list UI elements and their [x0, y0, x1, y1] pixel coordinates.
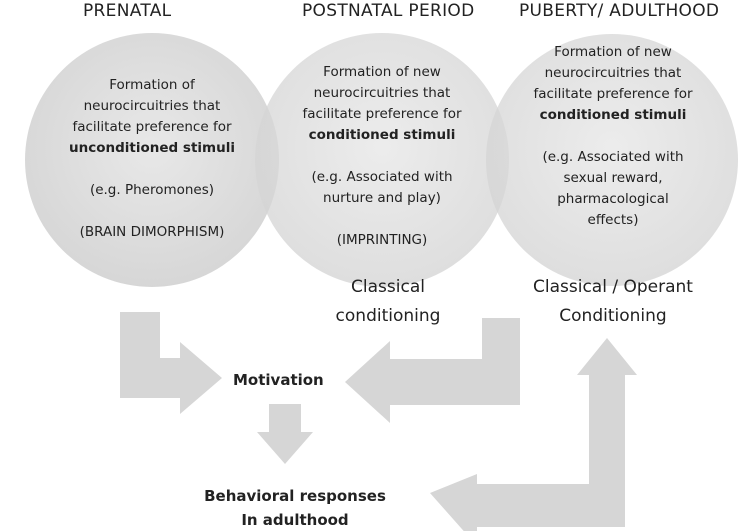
postnatal-conditioning-label: Classical conditioning — [318, 273, 458, 331]
puberty-conditioning-label: Classical / Operant Conditioning — [515, 273, 711, 331]
prenatal-line: facilitate preference for — [72, 119, 232, 135]
postnatal-example: (e.g. Associated with — [311, 169, 453, 185]
prenatal-line: neurocircuitries that — [83, 98, 221, 114]
puberty-example: sexual reward, — [563, 170, 663, 186]
puberty-example: (e.g. Associated with — [542, 149, 684, 165]
conditioning-line: Conditioning — [559, 306, 667, 326]
puberty-line: facilitate preference for — [533, 86, 693, 102]
motivation-label: Motivation — [233, 371, 324, 389]
stage-title-puberty: PUBERTY/ ADULTHOOD — [519, 1, 720, 21]
puberty-circle — [486, 34, 738, 286]
postnatal-note: (IMPRINTING) — [336, 232, 428, 248]
arrow-postnatal-to-motivation — [345, 318, 520, 423]
postnatal-line: neurocircuitries that — [313, 85, 451, 101]
prenatal-description: Formation of neurocircuitries that facil… — [42, 75, 262, 243]
conditioning-line: Classical — [351, 277, 425, 297]
arrow-prenatal-to-motivation — [120, 312, 222, 414]
behavior-line: In adulthood — [241, 511, 349, 529]
postnatal-line: facilitate preference for — [302, 106, 462, 122]
prenatal-note: (BRAIN DIMORPHISM) — [79, 224, 225, 240]
postnatal-stimulus-type: conditioned stimuli — [308, 127, 456, 143]
stage-title-prenatal: PRENATAL — [83, 1, 172, 21]
postnatal-circle — [255, 33, 509, 287]
prenatal-circle — [25, 33, 279, 287]
postnatal-example: nurture and play) — [323, 190, 441, 206]
arrow-motivation-to-behavior — [257, 404, 313, 464]
behavior-line: Behavioral responses — [204, 487, 386, 505]
puberty-line: Formation of new — [554, 44, 672, 60]
prenatal-line: Formation of — [109, 77, 195, 93]
puberty-line: neurocircuitries that — [544, 65, 682, 81]
prenatal-example: (e.g. Pheromones) — [89, 182, 215, 198]
postnatal-description: Formation of new neurocircuitries that f… — [272, 62, 492, 251]
arrow-behavior-to-conditioning — [430, 338, 637, 531]
behavioral-responses-label: Behavioral responses In adulthood — [185, 484, 405, 532]
puberty-example: effects) — [587, 212, 639, 228]
postnatal-line: Formation of new — [323, 64, 441, 80]
puberty-example: pharmacological — [557, 191, 669, 207]
puberty-stimulus-type: conditioned stimuli — [539, 107, 687, 123]
puberty-description: Formation of new neurocircuitries that f… — [503, 42, 723, 231]
stage-title-postnatal: POSTNATAL PERIOD — [302, 1, 475, 21]
prenatal-stimulus-type: unconditioned stimuli — [69, 140, 235, 156]
conditioning-line: Classical / Operant — [533, 277, 693, 297]
conditioning-line: conditioning — [335, 306, 441, 326]
